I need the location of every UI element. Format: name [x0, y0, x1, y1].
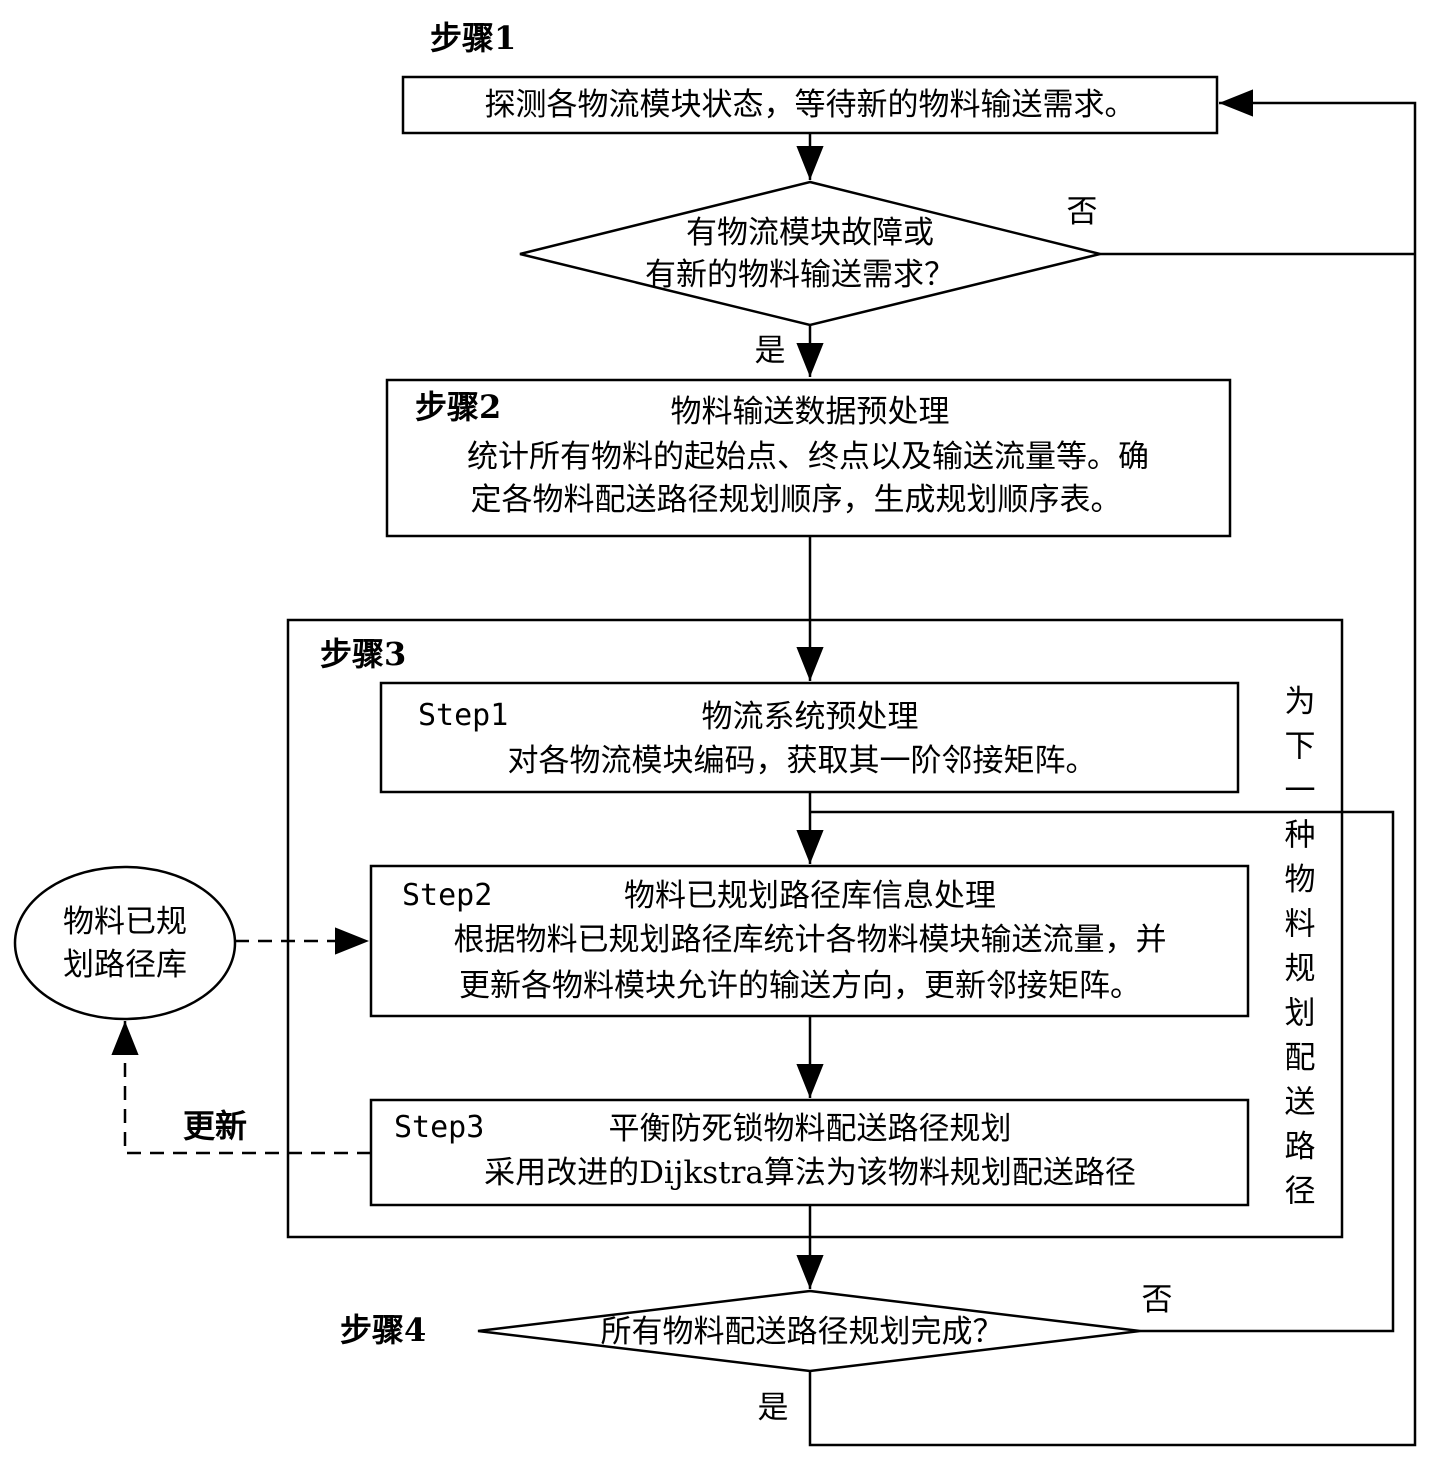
sub1-title: 物流系统预处理 — [702, 699, 919, 735]
step4-label: 步骤4 — [340, 1311, 426, 1349]
sub1-label: Step1 — [418, 698, 508, 733]
step1-text: 探测各物流模块状态，等待新的物料输送需求。 — [485, 87, 1136, 123]
side-text-char: 料 — [1285, 907, 1316, 943]
step2-title: 物料输送数据预处理 — [671, 394, 950, 430]
step3-label: 步骤3 — [320, 635, 406, 673]
step1-label: 步骤1 — [430, 19, 516, 57]
decision1-line1: 有物流模块故障或 — [686, 215, 934, 251]
decision1-diamond — [519, 180, 1101, 327]
side-text-char: 为 — [1285, 684, 1316, 720]
side-text-char: 一 — [1285, 773, 1316, 809]
sub2-label: Step2 — [402, 878, 492, 913]
step2-label: 步骤2 — [415, 388, 501, 426]
sub2-line1: 根据物料已规划路径库统计各物料模块输送流量，并 — [454, 922, 1167, 958]
decision2-yes-loop — [808, 89, 1417, 1447]
library-line2: 划路径库 — [63, 947, 187, 983]
sub3-title: 平衡防死锁物料配送路径规划 — [609, 1111, 1012, 1147]
decision2-no-label: 否 — [1142, 1282, 1173, 1318]
decision1-yes-label: 是 — [755, 333, 786, 369]
sub3-line1: 采用改进的Dijkstra算法为该物料规划配送路径 — [484, 1155, 1136, 1191]
side-text-char: 下 — [1285, 729, 1316, 765]
side-text-char: 种 — [1285, 818, 1316, 854]
side-text-char: 划 — [1285, 996, 1316, 1032]
sub1-line1: 对各物流模块编码，获取其一阶邻接矩阵。 — [508, 743, 1097, 779]
decision2-question: 所有物料配送路径规划完成？ — [601, 1314, 1004, 1350]
side-text-char: 送 — [1285, 1085, 1316, 1121]
decision2-yes-label: 是 — [758, 1390, 789, 1426]
step2-box — [385, 378, 1232, 538]
side-text-char: 配 — [1285, 1040, 1316, 1076]
decision1-line2: 有新的物料输送需求？ — [645, 257, 955, 293]
update-label: 更新 — [183, 1107, 247, 1145]
library-line1: 物料已规 — [63, 904, 187, 940]
step3-box — [286, 618, 1344, 1239]
side-text-char: 径 — [1285, 1174, 1316, 1210]
decision1-no-label: 否 — [1067, 194, 1098, 230]
side-text-char: 物 — [1285, 862, 1316, 898]
decision2-no-loop — [810, 810, 1395, 1333]
step2-line1: 统计所有物料的起始点、终点以及输送流量等。确 — [467, 439, 1149, 475]
step2-line2: 定各物料配送路径规划顺序，生成规划顺序表。 — [471, 482, 1122, 518]
sub2-line2: 更新各物料模块允许的输送方向，更新邻接矩阵。 — [459, 968, 1141, 1004]
dashed-sub3-library — [111, 1021, 371, 1155]
library-ellipse — [13, 865, 237, 1021]
sub2-title: 物料已规划路径库信息处理 — [624, 878, 996, 914]
side-text-char: 路 — [1285, 1129, 1316, 1165]
side-text-char: 规 — [1285, 951, 1316, 987]
sub3-label: Step3 — [394, 1110, 484, 1145]
